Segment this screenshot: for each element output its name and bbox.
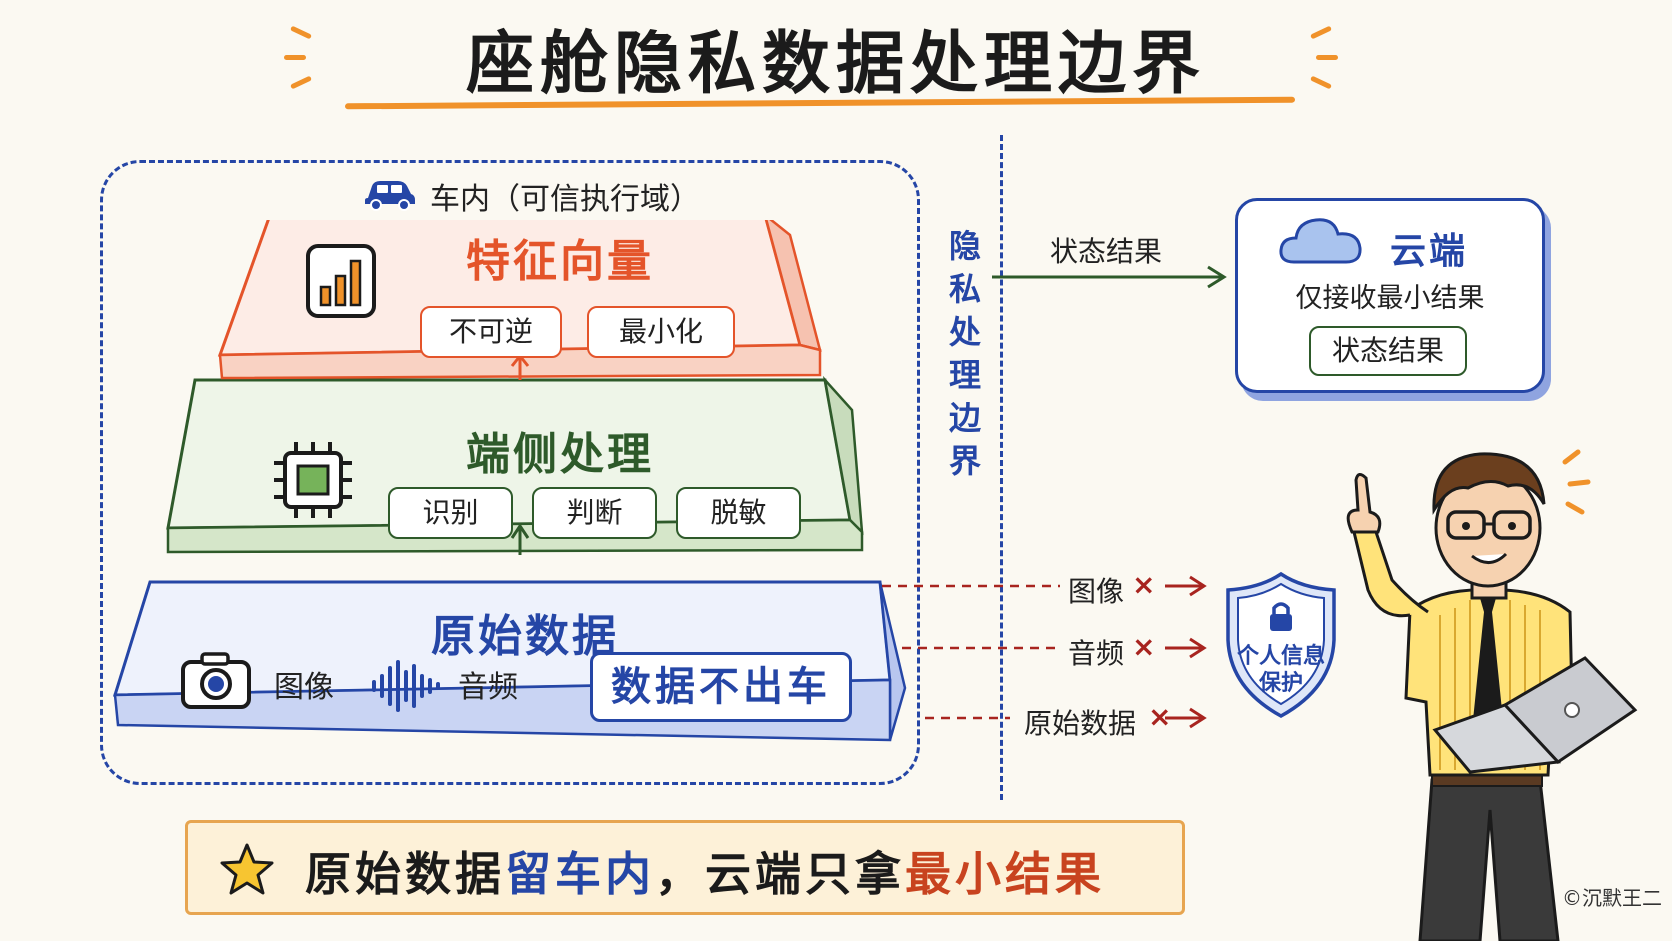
tag-irreversible: 不可逆 <box>420 306 562 358</box>
audio-wave-icon <box>372 660 440 712</box>
shield-icon <box>1226 571 1336 718</box>
data-stays-badge: 数据不出车 <box>590 652 852 722</box>
blocked-flow-image: 图像 <box>1068 575 1125 608</box>
tag-desensitize: 脱敏 <box>676 487 801 539</box>
presenter-illustration <box>1346 449 1638 941</box>
summary-part-stay: 留车内 <box>505 847 655 901</box>
raw-audio-label: 音频 <box>458 670 518 705</box>
summary-part-cloud: ，云端只拿 <box>655 847 905 901</box>
raw-image-label: 图像 <box>274 670 334 705</box>
blocked-flow-audio: 音频 <box>1068 637 1125 670</box>
allowed-flow-arrow <box>992 265 1227 289</box>
cloud-status-chip: 状态结果 <box>1309 326 1467 376</box>
summary-part-raw: 原始数据 <box>305 847 505 901</box>
blocked-mark: × <box>1132 630 1156 663</box>
chip-icon <box>274 442 352 518</box>
car-icon <box>365 181 415 211</box>
cloud-icon <box>1279 218 1362 264</box>
page-title: 座舱隐私数据处理边界 <box>465 25 1206 104</box>
edge-tier-title: 端侧处理 <box>466 429 654 480</box>
vehicle-zone-label: 车内（可信执行域） <box>430 182 700 217</box>
privacy-boundary-line <box>1000 135 1003 800</box>
summary-part-min: 最小结果 <box>905 847 1105 901</box>
star-icon <box>220 843 274 895</box>
tag-minimized: 最小化 <box>587 306 735 358</box>
feature-tier-title: 特征向量 <box>466 236 654 287</box>
vehicle-zone-boundary <box>100 160 920 785</box>
privacy-boundary-label: 隐私处理边界 <box>948 227 981 480</box>
blocked-flow-lines <box>882 575 1207 729</box>
blocked-flow-raw: 原始数据 <box>1024 707 1137 740</box>
spark-mark <box>1316 55 1338 60</box>
summary-text: 原始数据留车内，云端只拿最小结果 <box>305 838 1105 904</box>
shield-label-line2: 保护 <box>1258 671 1303 696</box>
blocked-mark: × <box>1132 568 1156 601</box>
cloud-subtitle: 仅接收最小结果 <box>1295 283 1485 314</box>
camera-icon <box>181 652 251 709</box>
cloud-title: 云端 <box>1390 231 1469 272</box>
bar-chart-icon <box>306 244 376 318</box>
tag-recognize: 识别 <box>388 487 513 539</box>
copyright: ©沉默王二 <box>1562 886 1662 910</box>
blocked-mark: × <box>1148 700 1172 733</box>
summary-bar <box>185 820 1185 915</box>
shield-label-line1: 个人信息 <box>1236 644 1325 669</box>
tag-judge: 判断 <box>532 487 657 539</box>
raw-tier-title: 原始数据 <box>431 611 619 662</box>
allowed-flow-label: 状态结果 <box>1050 235 1163 268</box>
spark-mark <box>284 55 306 60</box>
